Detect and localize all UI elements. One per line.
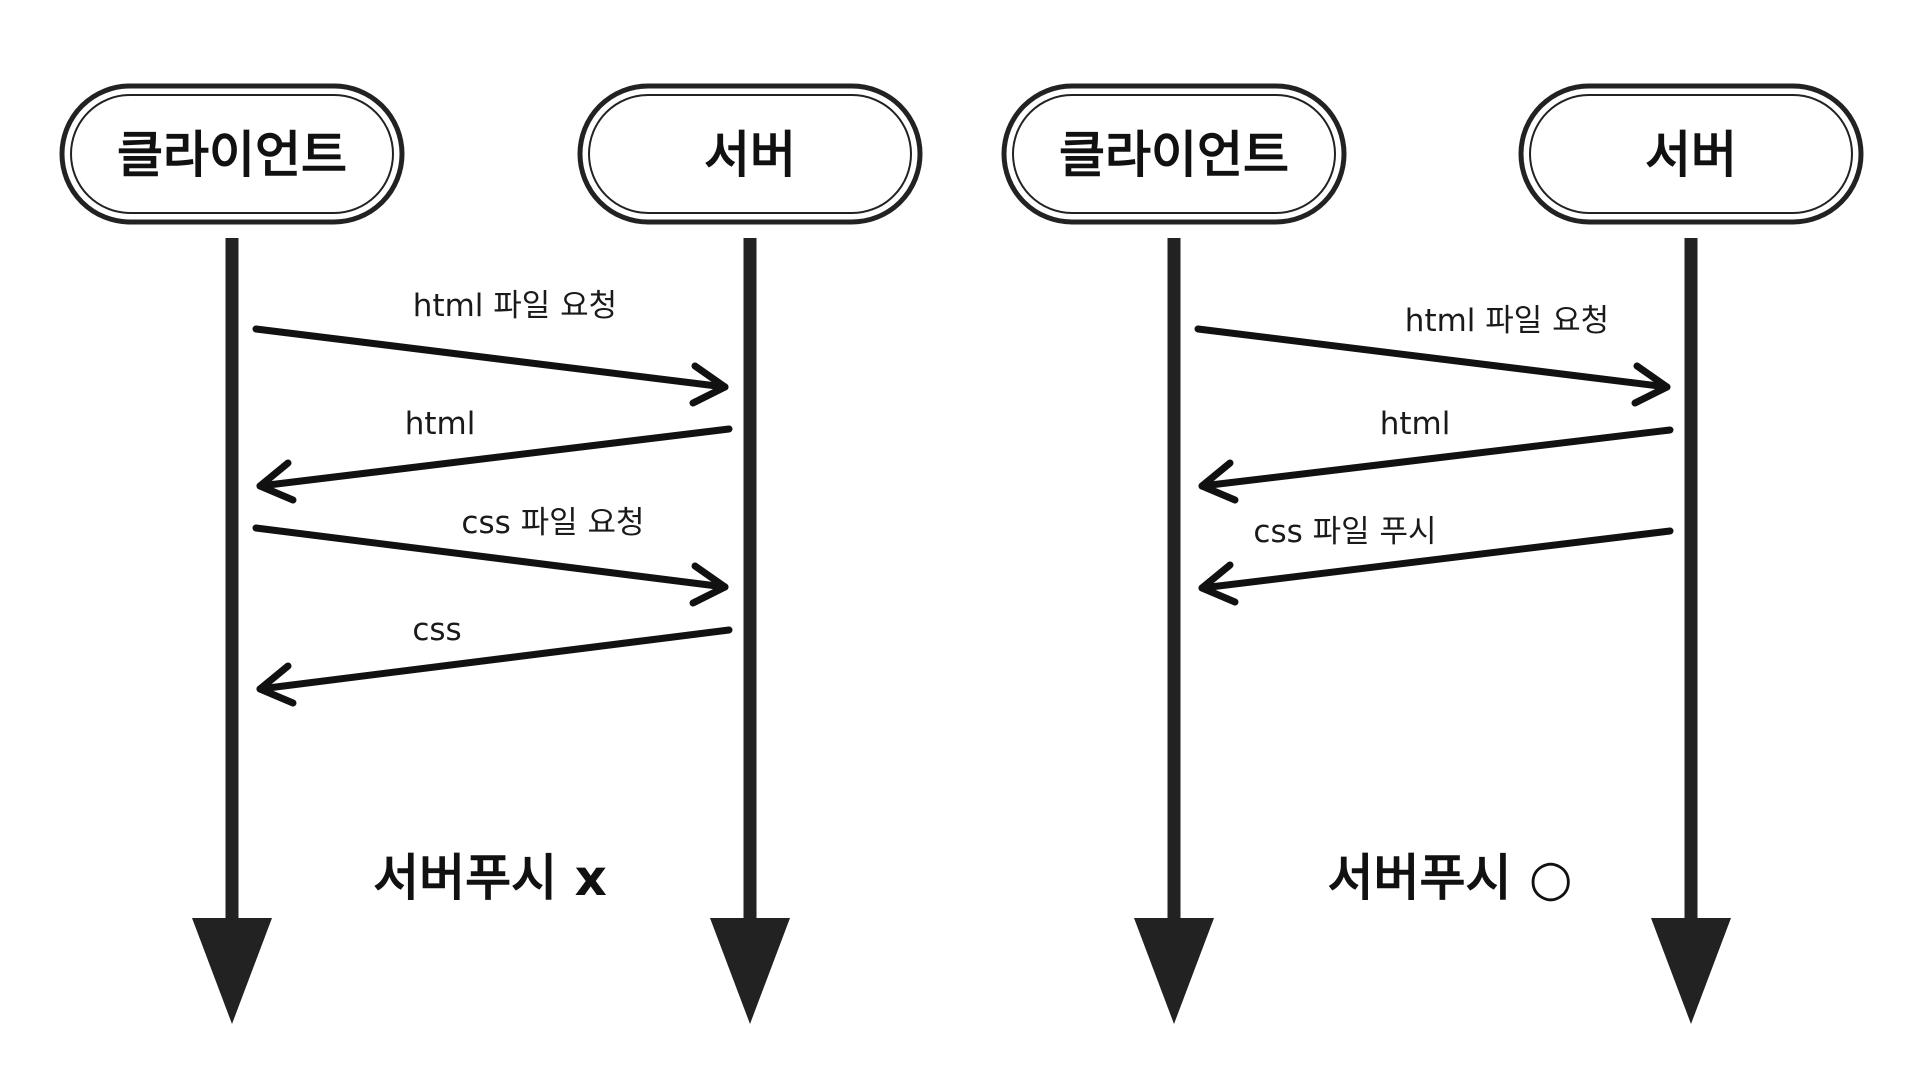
client-node-label: 클라이언트 [1059,126,1289,184]
client-lifeline-arrowhead [192,918,272,1024]
message-arrowhead [1198,561,1239,606]
client-node: 클라이언트 [59,83,405,225]
server-node-inner-border [588,94,912,214]
client-lifeline [192,238,272,1024]
message-label: css [412,612,461,648]
diagram-with-push: 클라이언트 서버 html 파일 요청 html [1001,83,1864,1024]
message-html-request: html 파일 요청 [1194,303,1671,407]
client-lifeline [1134,238,1214,1024]
message-html-response: html [1198,406,1674,504]
message-label: html 파일 요청 [413,288,617,324]
client-node-label: 클라이언트 [117,126,347,184]
message-arrow-line [256,425,733,490]
message-arrow-line [252,325,729,391]
server-node-outer-border [1518,83,1864,225]
message-arrow-line [1198,426,1674,490]
server-lifeline [1651,238,1731,1024]
message-label: html [1380,406,1451,442]
message-html-response: html [256,406,733,504]
diagram-no-push: 클라이언트 서버 html 파일 요청 html [59,83,923,1024]
client-node-inner-border [70,94,394,214]
message-label: css 파일 푸시 [1253,514,1436,550]
server-node: 서버 [577,83,923,225]
server-lifeline [710,238,790,1024]
message-arrow-line [256,626,733,693]
server-node-label: 서버 [704,126,796,184]
client-node: 클라이언트 [1001,83,1347,225]
message-arrowhead [1631,362,1671,407]
message-arrowhead [689,562,729,607]
caption-no-server-push: 서버푸시 x [373,849,607,907]
server-node-inner-border [1529,94,1853,214]
message-css-push: css 파일 푸시 [1198,514,1674,606]
message-arrowhead [256,662,297,707]
server-node-outer-border [577,83,923,225]
message-arrow-line [1198,527,1674,592]
client-node-outer-border [59,83,405,225]
server-lifeline-arrowhead [710,918,790,1024]
server-node: 서버 [1518,83,1864,225]
client-lifeline-arrowhead [1134,918,1214,1024]
message-label: html [405,406,476,442]
message-label: css 파일 요청 [461,505,644,541]
message-label: html 파일 요청 [1405,303,1609,339]
message-css-response: css [256,612,733,707]
message-arrow-line [252,524,729,591]
message-arrowhead [256,459,297,504]
server-node-label: 서버 [1645,126,1737,184]
message-arrowhead [689,362,729,407]
message-html-request: html 파일 요청 [252,288,729,407]
client-node-inner-border [1012,94,1336,214]
server-lifeline-arrowhead [1651,918,1731,1024]
message-arrow-line [1194,325,1671,391]
client-node-outer-border [1001,83,1347,225]
message-arrowhead [1198,459,1239,504]
message-css-request: css 파일 요청 [252,505,729,607]
caption-with-server-push: 서버푸시 ○ [1327,849,1572,907]
